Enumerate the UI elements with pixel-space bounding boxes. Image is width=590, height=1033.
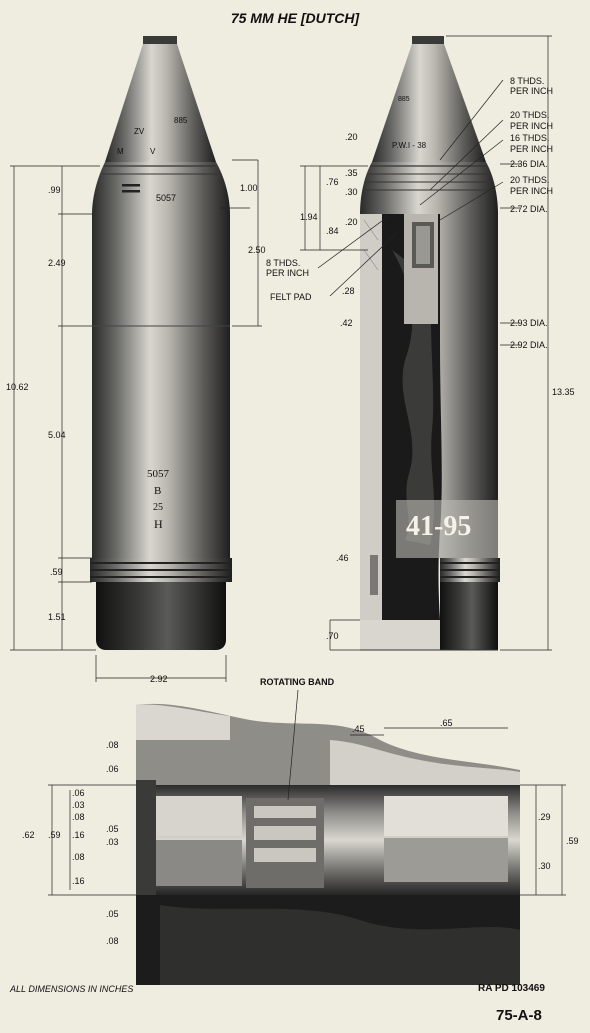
dim-249: 2.49 — [48, 258, 66, 268]
fuze-tip — [143, 36, 177, 44]
note-20thds-b-1: 20 THDS. — [510, 175, 550, 185]
body-marking-25: 25 — [153, 502, 163, 513]
ogive — [92, 162, 230, 214]
shell-body — [92, 214, 230, 558]
thread-label-left-1: 8 THDS. — [266, 258, 301, 268]
dim-250: 2.50 — [248, 245, 266, 255]
dim-030: .30 — [345, 187, 358, 197]
dim-194: 1.94 — [300, 212, 318, 222]
right-projectile — [360, 36, 500, 651]
fuze-marking-885: 885 — [174, 116, 188, 125]
note-20thds-1: 20 THDS. — [510, 110, 550, 120]
dia-272: 2.72 DIA. — [510, 204, 548, 214]
band-dim-006b: .06 — [72, 788, 85, 798]
dim-084: .84 — [326, 226, 339, 236]
dim-042: .42 — [340, 318, 353, 328]
band-dim-003a: .03 — [72, 800, 85, 810]
band-dim-065: .65 — [440, 718, 453, 728]
dimension-lines — [10, 35, 566, 896]
dim-1335: 13.35 — [552, 387, 575, 397]
note-20thds-b-2: PER INCH — [510, 186, 554, 196]
dia-292: 2.92 DIA. — [510, 340, 548, 350]
band-dim-045: .45 — [352, 724, 365, 734]
fuze-marking-v: V — [150, 147, 156, 156]
band-dim-003b: .03 — [106, 837, 119, 847]
felt-pad-label: FELT PAD — [270, 292, 312, 302]
units-note: ALL DIMENSIONS IN INCHES — [10, 984, 134, 994]
fuze-cone — [105, 44, 216, 162]
dim-100: 1.00 — [240, 183, 258, 193]
band-dim-059: .59 — [48, 830, 61, 840]
ra-pd-number: RA PD 103469 — [478, 983, 545, 994]
body-marking-h: H — [154, 517, 163, 531]
pwi-marking: P.W.I - 38 — [392, 141, 427, 150]
dim-035: .35 — [345, 168, 358, 178]
band-dim-030: .30 — [538, 861, 551, 871]
fuze-marking-zv: ZV — [134, 127, 145, 136]
dim-1062: 10.62 — [6, 382, 29, 392]
dim-028: .28 — [342, 286, 355, 296]
band-dim-062: .62 — [22, 830, 35, 840]
band-dim-008a: .08 — [106, 740, 119, 750]
band-dim-016a: .16 — [72, 830, 85, 840]
dim-059: .59 — [50, 567, 63, 577]
band-dim-008d: .08 — [106, 936, 119, 946]
dim-020a: .20 — [345, 132, 358, 142]
dim-070: .70 — [326, 631, 339, 641]
body-marking-b: B — [154, 485, 162, 497]
band-dim-008b: .08 — [72, 812, 85, 822]
band-dim-029: .29 — [538, 812, 551, 822]
page-title: 75 MM HE [DUTCH] — [230, 10, 360, 26]
band-dim-059-right: .59 — [566, 836, 579, 846]
dim-504: 5.04 — [48, 430, 66, 440]
band-dim-008c: .08 — [72, 852, 85, 862]
shell-base — [96, 582, 226, 650]
band-dim-006a: .06 — [106, 764, 119, 774]
rotating-band-label: ROTATING BAND — [260, 677, 335, 687]
dia-236: 2.36 DIA. — [510, 159, 548, 169]
fuze-marking-m: M — [117, 147, 124, 156]
stencil-41-95: 41-95 — [406, 511, 472, 542]
fuze-cone-right — [372, 44, 486, 162]
note-16thds-2: PER INCH — [510, 144, 554, 154]
note-16thds-1: 16 THDS. — [510, 133, 550, 143]
band-dim-016b: .16 — [72, 876, 85, 886]
body-marking-5057: 5057 — [147, 468, 169, 480]
note-20thds-2: PER INCH — [510, 121, 554, 131]
left-projectile — [90, 36, 232, 650]
dim-099: .99 — [48, 185, 61, 195]
right-fuze-885: 885 — [398, 96, 410, 103]
note-8thds-2: PER INCH — [510, 86, 554, 96]
dim-151: 1.51 — [48, 612, 66, 622]
ogive-marking-5057: 5057 — [156, 193, 177, 203]
note-8thds-1: 8 THDS. — [510, 76, 545, 86]
figure-number: 75-A-8 — [496, 1007, 542, 1024]
band-dim-005b: .05 — [106, 909, 119, 919]
dim-046: .46 — [336, 553, 349, 563]
dia-293: 2.93 DIA. — [510, 318, 548, 328]
band-dim-005a: .05 — [106, 824, 119, 834]
band-detail — [136, 703, 520, 985]
thread-label-left-2: PER INCH — [266, 268, 310, 278]
dim-076: .76 — [326, 177, 339, 187]
dim-020b: .20 — [345, 217, 358, 227]
dim-292: 2.92 — [150, 674, 168, 684]
